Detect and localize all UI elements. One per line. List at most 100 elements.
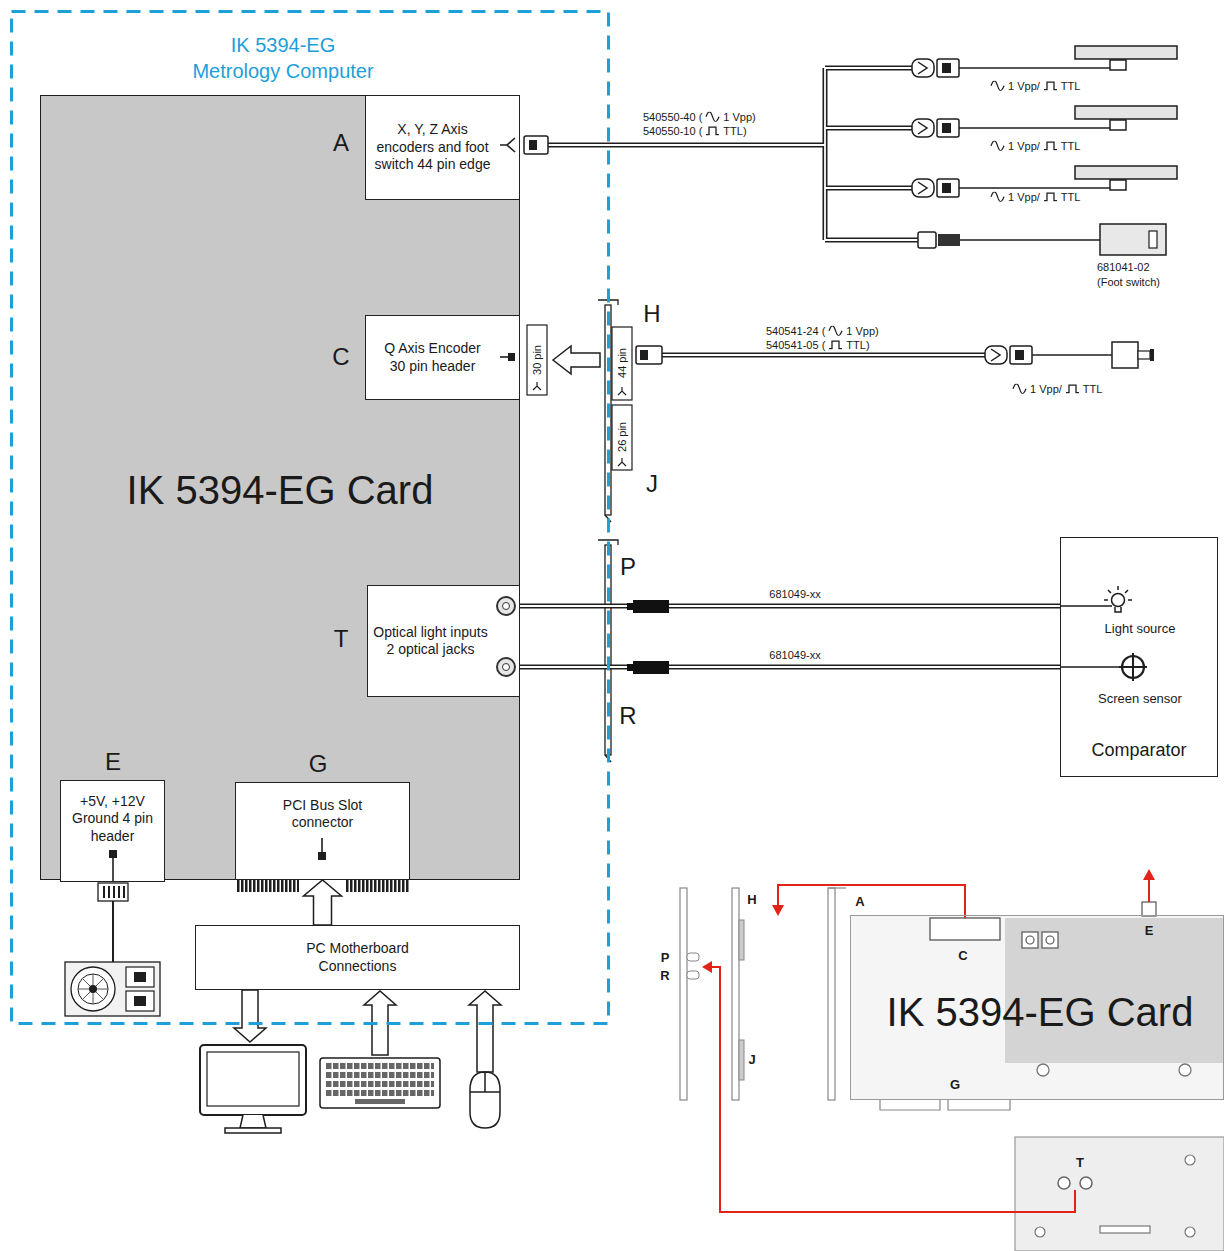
sine-wave-icon: [991, 141, 1004, 151]
cable-plug: [937, 179, 959, 197]
sine-wave-icon: [706, 112, 719, 122]
inset-bracket-jack: [687, 971, 699, 979]
cable-part-number: 1 Vpp): [846, 325, 878, 338]
power-outlet: [126, 991, 154, 1011]
inset-slot: [1100, 1226, 1150, 1233]
callout-letter: P: [661, 951, 670, 966]
sine-wave-icon: [1012, 384, 1027, 394]
optical-cable-core: [520, 605, 1060, 607]
inset-lower-board: [1015, 1137, 1224, 1251]
region-title: IK 5394-EG Metrology Computer: [187, 32, 379, 84]
label-row: 540550-40 (1 Vpp): [643, 111, 756, 124]
callout-letter: J: [646, 470, 658, 498]
slot-symbol: [321, 838, 323, 852]
encoder-cable: [662, 353, 985, 358]
linear-scale: [1075, 106, 1177, 119]
block-arrow: [304, 880, 342, 925]
scale-lead: [959, 67, 1111, 69]
inset-bracket: [680, 888, 687, 1100]
square-wave-icon: [1043, 81, 1058, 91]
rotary-encoder-shaft: [1138, 351, 1150, 359]
scale-lead: [959, 127, 1111, 129]
keyboard-icon: [355, 1099, 405, 1104]
inset-jack: [1026, 936, 1034, 944]
optical-plug: [627, 664, 634, 671]
hollow-arrow: [553, 346, 600, 374]
power-supply: [65, 962, 160, 1016]
pin-symbol: [618, 387, 626, 395]
cable-plug: [942, 123, 951, 133]
inset-screw: [1179, 1064, 1191, 1076]
signal-label: 1 Vpp/: [1030, 383, 1062, 396]
sine-wave-icon: [991, 192, 1004, 202]
comparator-box: Light sourceScreen sensorComparator: [1060, 537, 1218, 777]
optical-lead: [1060, 606, 1122, 667]
callout-letter: A: [855, 895, 864, 910]
square-wave-icon: [705, 126, 720, 136]
keyboard-icon: [320, 1058, 440, 1108]
card-title: IK 5394-EG Card: [127, 464, 434, 516]
sine-wave-icon: [991, 81, 1004, 91]
computer-region: IK 5394-EG Metrology Computer IK 5394-EG …: [10, 10, 610, 1025]
inset-header: [1142, 902, 1156, 916]
square-wave-icon: [1044, 82, 1057, 90]
power-outlet: [134, 972, 146, 982]
sine-wave-icon: [990, 81, 1005, 91]
inset-bracket: [828, 888, 835, 1100]
inset-card: IK 5394-EG Card: [850, 915, 1224, 1100]
inset-connector: [930, 918, 1000, 940]
callout-letter: A: [333, 129, 349, 157]
monitor-icon: [207, 1052, 299, 1106]
callout-letter: G: [309, 750, 328, 778]
box-text: Optical light inputs 2 optical jacks: [373, 624, 489, 659]
inset-jack: [1058, 1177, 1070, 1189]
box-text: PC Motherboard Connections: [298, 940, 418, 975]
monitor-icon: [225, 1128, 281, 1133]
pin-label: 44 pin: [616, 348, 629, 378]
power-wire: [112, 901, 114, 962]
optical-jack: [497, 597, 515, 615]
square-wave-icon: [1044, 193, 1057, 201]
power-outlet: [134, 996, 146, 1006]
cable-part-number: TTL): [846, 339, 869, 352]
callout-letter: E: [105, 748, 121, 776]
sine-wave-icon: [990, 192, 1005, 202]
square-wave-icon: [706, 127, 719, 135]
device-name: Comparator: [1091, 739, 1186, 762]
optical-plug: [627, 603, 634, 610]
optical-cable: [520, 604, 1060, 609]
cable-socket: [918, 122, 927, 134]
optical-plug: [633, 600, 669, 613]
rotary-encoder-shaft: [1150, 349, 1154, 361]
signal-label: 1 Vpp/: [1008, 191, 1040, 204]
optical-plug: [633, 661, 669, 674]
linear-encoder: [912, 166, 1177, 197]
cable-part-number: 1 Vpp): [723, 111, 755, 124]
cable-socket: [918, 62, 927, 74]
cable-part-number: 540541-24 (: [766, 325, 825, 338]
cable-plug: [942, 183, 951, 193]
square-wave-icon: [828, 340, 843, 350]
dashed-outline: [12, 12, 609, 1024]
power-supply-fan: [71, 967, 115, 1011]
cable-plug: [937, 119, 959, 137]
power-plug: [104, 886, 124, 898]
inset-jack: [1022, 932, 1038, 948]
cable-plug: [1015, 350, 1024, 360]
light-bulb: [1104, 586, 1132, 612]
inset-bracket: [828, 887, 846, 888]
optical-jack: [503, 664, 510, 671]
linear-scale: [1075, 46, 1177, 59]
header-symbol: [109, 850, 117, 858]
cable-socket: [912, 119, 934, 137]
pin-header: [612, 405, 632, 470]
screen-sensor: [1119, 653, 1147, 681]
cable-plug: [524, 136, 548, 154]
mouse-icon: [470, 1072, 500, 1128]
pin-header: [612, 327, 632, 400]
pin-symbol: [533, 382, 541, 390]
inset-screw: [1035, 1227, 1045, 1237]
cable-socket: [985, 346, 1007, 364]
pin-label: 26 pin: [616, 422, 629, 452]
scale-lead: [959, 187, 1111, 189]
